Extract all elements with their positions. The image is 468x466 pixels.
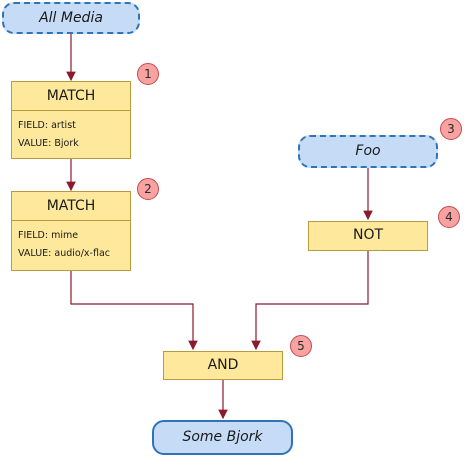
step-badge-1: 1 xyxy=(137,63,159,85)
step-badge-3: 3 xyxy=(440,118,462,140)
match-2-title: MATCH xyxy=(12,192,130,221)
all-media-label: All Media xyxy=(39,10,103,26)
all-media-node: All Media xyxy=(2,2,140,34)
and-node: AND xyxy=(163,351,283,380)
match-node-2: MATCH FIELD: mime VALUE: audio/x-flac xyxy=(11,191,131,271)
some-bjork-label: Some Bjork xyxy=(182,429,263,445)
not-node: NOT xyxy=(308,221,428,251)
match-2-field: FIELD: mime xyxy=(18,230,79,241)
match-1-field: FIELD: artist xyxy=(18,120,76,131)
step-badge-2: 2 xyxy=(137,178,159,200)
step-badge-5: 5 xyxy=(290,335,312,357)
and-label: AND xyxy=(207,357,239,373)
edge-not-and xyxy=(251,251,369,351)
edge-match2-and xyxy=(70,270,198,351)
foo-label: Foo xyxy=(355,143,381,159)
not-label: NOT xyxy=(352,227,384,243)
match-1-value: VALUE: Bjork xyxy=(18,138,79,149)
foo-node: Foo xyxy=(298,135,438,168)
match-1-title: MATCH xyxy=(12,82,130,111)
match-node-1: MATCH FIELD: artist VALUE: Bjork xyxy=(11,81,131,159)
step-badge-4: 4 xyxy=(438,206,460,228)
some-bjork-node: Some Bjork xyxy=(152,420,293,455)
match-2-value: VALUE: audio/x-flac xyxy=(18,248,110,259)
